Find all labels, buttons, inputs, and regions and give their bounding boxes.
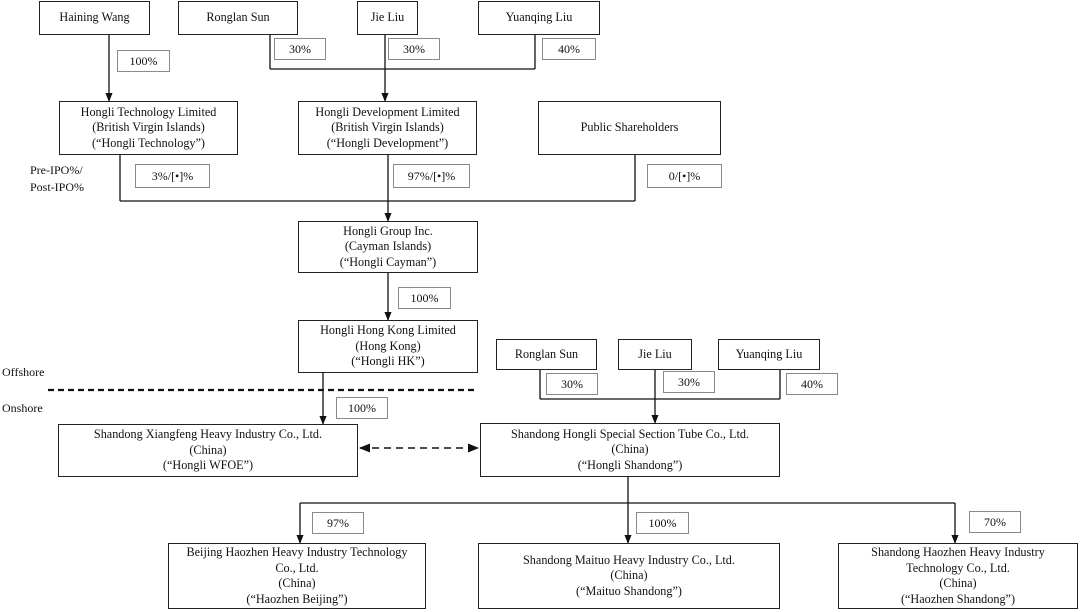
onshore-label: Onshore xyxy=(2,401,43,415)
pct-public-to-cayman: 0/[•]% xyxy=(647,164,722,188)
maituo-shandong-name: Shandong Maituo Heavy Industry Co., Ltd. xyxy=(523,552,735,567)
mid-jie-liu-name: Jie Liu xyxy=(638,346,672,361)
shareholder-jie-liu: Jie Liu xyxy=(357,1,418,35)
shareholder-ronglan-sun: Ronglan Sun xyxy=(178,1,298,35)
haozhen-beijing-alias: (“Haozhen Beijing”) xyxy=(246,591,348,606)
maituo-shandong-alias: (“Maituo Shandong”) xyxy=(576,583,682,598)
entity-hongli-wfoe: Shandong Xiangfeng Heavy Industry Co., L… xyxy=(58,424,358,477)
hongli-technology-jurisdiction: (British Virgin Islands) xyxy=(92,120,205,135)
post-ipo-label: Post-IPO% xyxy=(30,180,85,194)
hongli-shandong-name: Shandong Hongli Special Section Tube Co.… xyxy=(511,426,749,441)
haozhen-shandong-jurisdiction: (China) xyxy=(939,576,977,590)
hongli-development-alias: (“Hongli Development”) xyxy=(326,135,449,150)
pct-haozhen-beijing: 97% xyxy=(312,512,364,534)
hongli-wfoe-jurisdiction: (China) xyxy=(189,442,227,457)
pct-haining-to-technology: 100% xyxy=(117,50,170,72)
hongli-hk-name: Hongli Hong Kong Limited xyxy=(320,323,456,338)
pct-maituo-shandong: 100% xyxy=(636,512,689,534)
haozhen-beijing-name-line2: Co., Ltd. xyxy=(275,560,319,575)
yuanqing-liu-name: Yuanqing Liu xyxy=(505,10,573,25)
public-shareholders-name: Public Shareholders xyxy=(580,120,679,135)
pct-cayman-to-hk: 100% xyxy=(398,287,451,309)
entity-hongli-development: Hongli Development Limited (British Virg… xyxy=(298,101,477,155)
shareholder-yuanqing-liu: Yuanqing Liu xyxy=(478,1,600,35)
hongli-cayman-name: Hongli Group Inc. xyxy=(343,223,433,238)
hongli-hk-jurisdiction: (Hong Kong) xyxy=(355,338,421,353)
entity-maituo-shandong: Shandong Maituo Heavy Industry Co., Ltd.… xyxy=(478,543,780,609)
mid-shareholder-jie-liu: Jie Liu xyxy=(618,339,692,370)
mid-yuanqing-liu-name: Yuanqing Liu xyxy=(735,346,803,361)
mid-shareholder-yuanqing-liu: Yuanqing Liu xyxy=(718,339,820,370)
offshore-label: Offshore xyxy=(2,365,45,379)
pre-post-ipo-label: Pre-IPO%/ Post-IPO% xyxy=(30,162,84,196)
pct-mid-yuanqing: 40% xyxy=(786,373,838,395)
entity-public-shareholders: Public Shareholders xyxy=(538,101,721,155)
pct-development-to-cayman: 97%/[•]% xyxy=(393,164,470,188)
entity-hongli-cayman: Hongli Group Inc. (Cayman Islands) (“Hon… xyxy=(298,221,478,273)
hongli-development-jurisdiction: (British Virgin Islands) xyxy=(331,120,444,135)
hongli-technology-name: Hongli Technology Limited xyxy=(80,104,217,119)
hongli-hk-alias: (“Hongli HK”) xyxy=(351,354,425,369)
haozhen-beijing-name-line1: Beijing Haozhen Heavy Industry Technolog… xyxy=(186,545,408,559)
entity-haozhen-shandong: Shandong Haozhen Heavy Industry Technolo… xyxy=(838,543,1078,609)
pct-mid-ronglan: 30% xyxy=(546,373,598,395)
hongli-technology-alias: (“Hongli Technology”) xyxy=(92,135,205,150)
jie-liu-name: Jie Liu xyxy=(370,10,405,25)
hongli-cayman-jurisdiction: (Cayman Islands) xyxy=(344,239,432,254)
haozhen-shandong-alias: (“Haozhen Shandong”) xyxy=(900,591,1016,606)
pct-ronglan-to-development: 30% xyxy=(274,38,326,60)
pct-technology-to-cayman: 3%/[•]% xyxy=(135,164,210,188)
haining-wang-name: Haining Wang xyxy=(59,10,130,25)
shareholder-haining-wang: Haining Wang xyxy=(39,1,150,35)
mid-shareholder-ronglan-sun: Ronglan Sun xyxy=(496,339,597,370)
pct-haozhen-shandong: 70% xyxy=(969,511,1021,533)
haozhen-shandong-name-line1: Shandong Haozhen Heavy Industry xyxy=(871,545,1045,559)
hongli-development-name: Hongli Development Limited xyxy=(315,104,460,119)
pct-hk-to-wfoe: 100% xyxy=(336,397,388,419)
hongli-cayman-alias: (“Hongli Cayman”) xyxy=(339,254,437,269)
entity-hongli-shandong: Shandong Hongli Special Section Tube Co.… xyxy=(480,423,780,477)
hongli-shandong-jurisdiction: (China) xyxy=(611,442,649,457)
ronglan-sun-name: Ronglan Sun xyxy=(206,10,270,25)
entity-hongli-hk: Hongli Hong Kong Limited (Hong Kong) (“H… xyxy=(298,320,478,373)
hongli-shandong-alias: (“Hongli Shandong”) xyxy=(577,457,683,472)
maituo-shandong-jurisdiction: (China) xyxy=(610,568,648,583)
entity-haozhen-beijing: Beijing Haozhen Heavy Industry Technolog… xyxy=(168,543,426,609)
entity-hongli-technology: Hongli Technology Limited (British Virgi… xyxy=(59,101,238,155)
mid-ronglan-sun-name: Ronglan Sun xyxy=(514,346,579,361)
pct-jie-to-development: 30% xyxy=(388,38,440,60)
haozhen-shandong-name-line2: Technology Co., Ltd. xyxy=(906,560,1010,575)
pct-mid-jie: 30% xyxy=(663,371,715,393)
pre-ipo-label: Pre-IPO%/ xyxy=(30,163,83,177)
hongli-wfoe-alias: (“Hongli WFOE”) xyxy=(162,458,254,473)
haozhen-beijing-jurisdiction: (China) xyxy=(278,576,316,590)
hongli-wfoe-name: Shandong Xiangfeng Heavy Industry Co., L… xyxy=(93,427,323,442)
pct-yuanqing-to-development: 40% xyxy=(542,38,596,60)
